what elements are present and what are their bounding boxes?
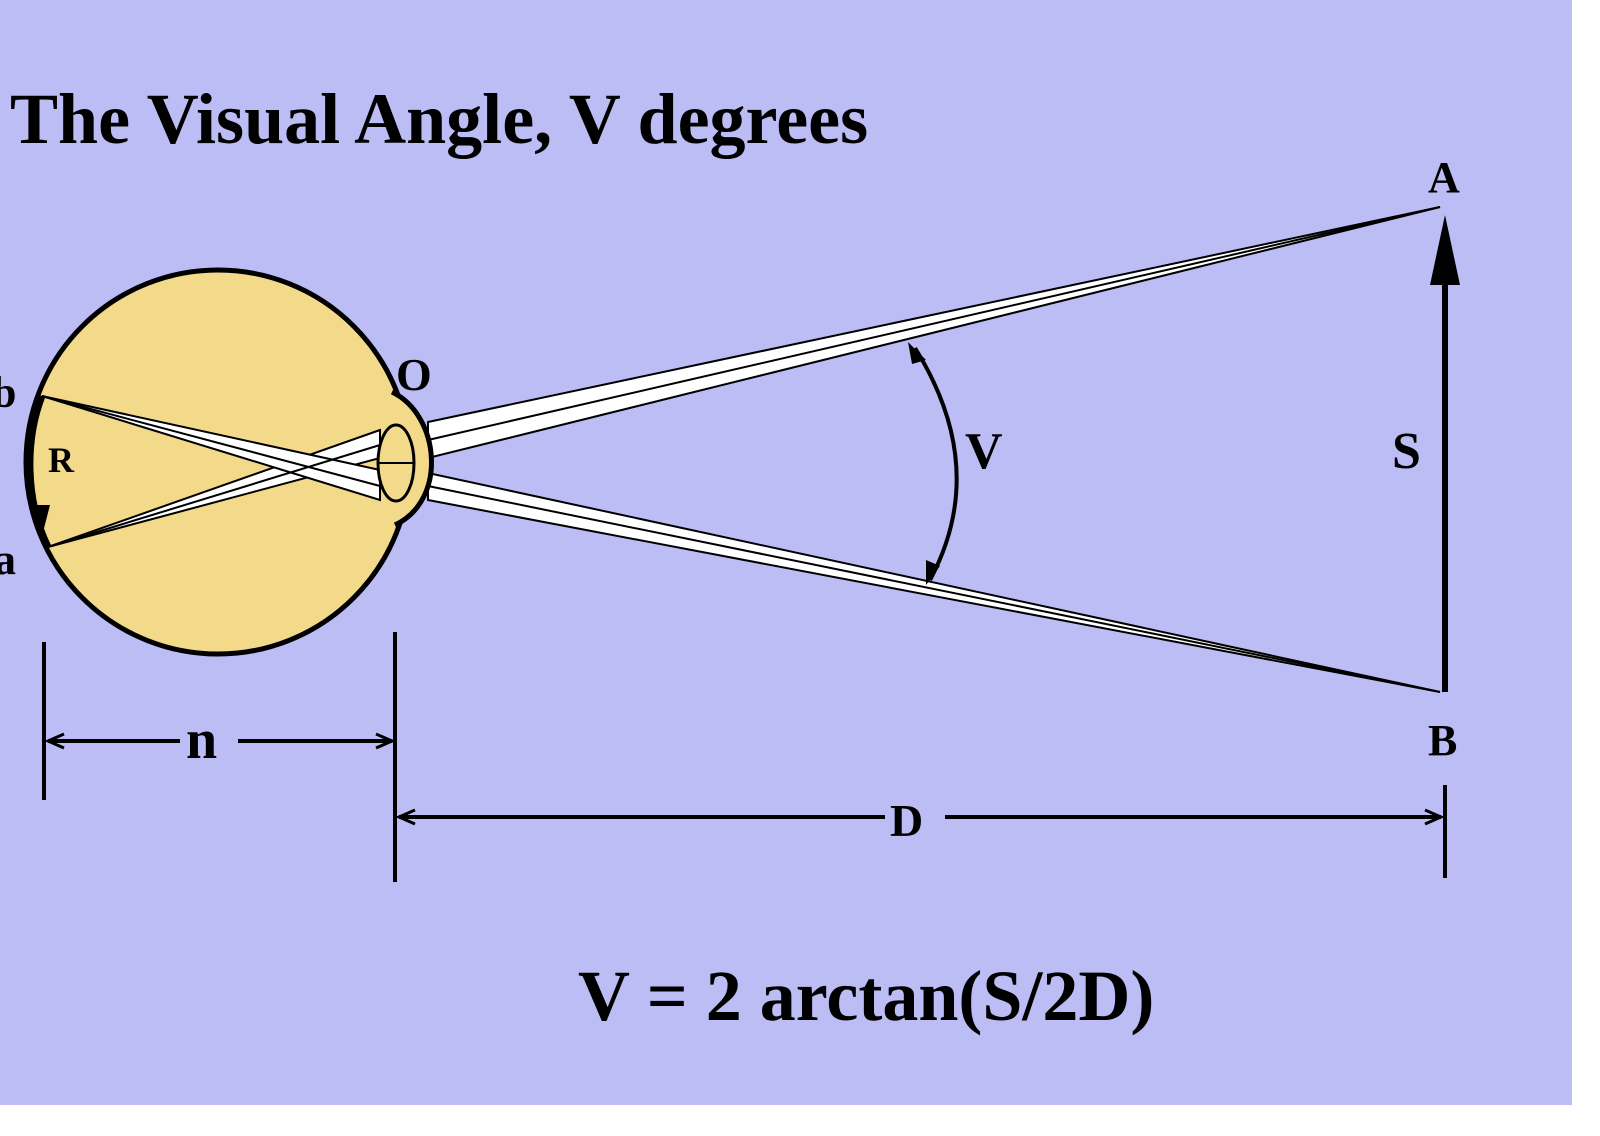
retinal-image-arrowhead	[32, 505, 50, 540]
label-O: O	[396, 349, 432, 400]
ray-line-lower-mid	[427, 485, 1441, 693]
formula: V = 2 arctan(S/2D)	[578, 956, 1154, 1036]
angle-arrow-lower	[926, 560, 940, 585]
label-n: n	[186, 709, 217, 771]
angle-arrow-upper	[908, 342, 926, 364]
object-arrow-head	[1430, 215, 1460, 285]
label-b: b	[0, 368, 16, 417]
label-S: S	[1392, 423, 1421, 480]
label-D: D	[890, 795, 923, 846]
ray-line-upper-mid	[427, 206, 1441, 441]
label-B: B	[1428, 716, 1457, 765]
label-V: V	[965, 423, 1003, 480]
label-A: A	[1428, 153, 1460, 202]
inner-ray-line-b	[41, 395, 381, 487]
visual-angle-arc	[913, 346, 959, 581]
label-a: a	[0, 535, 16, 584]
label-R: R	[48, 440, 75, 480]
diagram-title: The Visual Angle, V degrees	[10, 79, 868, 159]
inner-ray-line-a	[47, 444, 381, 548]
